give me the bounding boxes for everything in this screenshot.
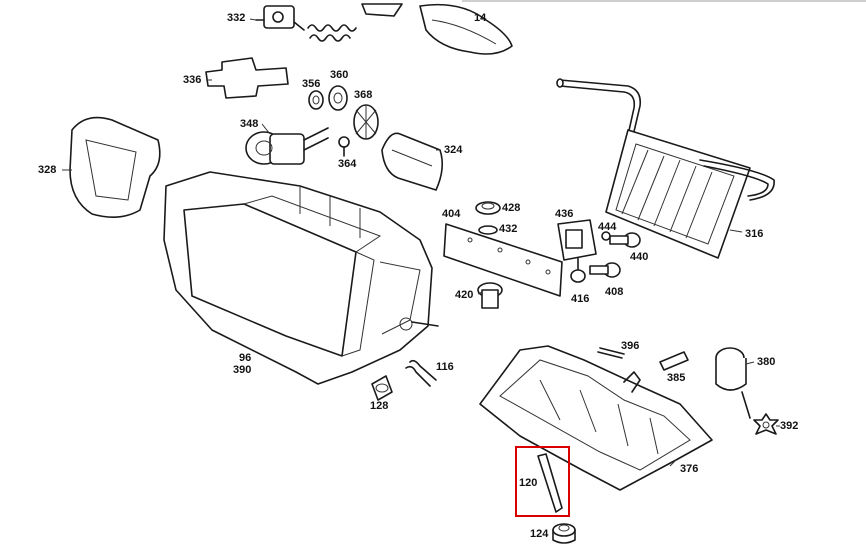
- part-376-shape: [479, 345, 713, 491]
- part-128-shape: [371, 375, 393, 401]
- part-label-324: 324: [444, 144, 463, 156]
- part-356-shape: [308, 90, 324, 110]
- part-label-380: 380: [757, 356, 776, 368]
- part-label-364: 364: [338, 158, 357, 170]
- part-label-404: 404: [442, 208, 461, 220]
- part-label-390: 390: [233, 364, 252, 376]
- part-444-shape: [601, 231, 611, 241]
- part-label-316: 316: [745, 228, 764, 240]
- part-348-shape: [245, 127, 329, 165]
- part-336-shape: [205, 57, 289, 99]
- part-label-124: 124: [530, 528, 549, 540]
- part-316-shape: [556, 78, 775, 259]
- part-label-14: 14: [474, 12, 487, 24]
- part-label-420: 420: [455, 289, 474, 301]
- part-label-440: 440: [630, 251, 649, 263]
- part-380-shape: [715, 347, 751, 419]
- part-96-shape: [163, 171, 439, 385]
- part-385-shape: [659, 351, 689, 371]
- part-label-385: 385: [667, 372, 686, 384]
- part-label-336: 336: [183, 74, 202, 86]
- part-label-332: 332: [227, 12, 246, 24]
- part-label-408: 408: [605, 286, 624, 298]
- part-416-shape: [570, 269, 586, 283]
- part-label-396: 396: [621, 340, 640, 352]
- part-436-shape: [557, 219, 597, 271]
- part-label-348: 348: [240, 118, 259, 130]
- part-328-shape: [69, 116, 161, 218]
- part-label-120: 120: [519, 477, 538, 489]
- part-360-shape: [328, 85, 348, 111]
- part-label-328: 328: [38, 164, 57, 176]
- spring-coil-shape: [307, 24, 357, 42]
- part-124-shape: [552, 523, 576, 544]
- part-364-shape: [338, 136, 350, 157]
- part-396-shape: [597, 347, 625, 359]
- part-label-356: 356: [302, 78, 321, 90]
- leader-lines: [62, 18, 780, 467]
- part-label-392: 392: [780, 420, 799, 432]
- part-428-shape: [475, 201, 501, 215]
- part-14-shape: [419, 3, 513, 55]
- part-440-shape: [609, 232, 641, 248]
- part-404-shape: [443, 223, 563, 297]
- part-392-shape: [753, 413, 779, 435]
- part-label-128: 128: [370, 400, 389, 412]
- top-divider: [462, 0, 866, 2]
- part-label-376: 376: [680, 463, 699, 475]
- clip-shape: [361, 3, 403, 17]
- part-116-shape: [405, 359, 437, 387]
- part-label-96: 96: [239, 352, 252, 364]
- part-368-shape: [353, 104, 379, 140]
- part-label-444: 444: [598, 221, 617, 233]
- part-324-shape: [381, 132, 444, 191]
- part-label-360: 360: [330, 69, 349, 81]
- part-120-shape: [537, 453, 563, 513]
- part-432-shape: [478, 225, 498, 235]
- part-332-shape: [255, 5, 305, 31]
- part-408-shape: [589, 262, 621, 278]
- part-420-shape: [477, 282, 503, 309]
- part-label-368: 368: [354, 89, 373, 101]
- part-label-416: 416: [571, 293, 590, 305]
- part-label-436: 436: [555, 208, 574, 220]
- part-label-432: 432: [499, 223, 518, 235]
- part-label-428: 428: [502, 202, 521, 214]
- part-label-116: 116: [436, 361, 454, 373]
- highlight-box: [515, 446, 570, 517]
